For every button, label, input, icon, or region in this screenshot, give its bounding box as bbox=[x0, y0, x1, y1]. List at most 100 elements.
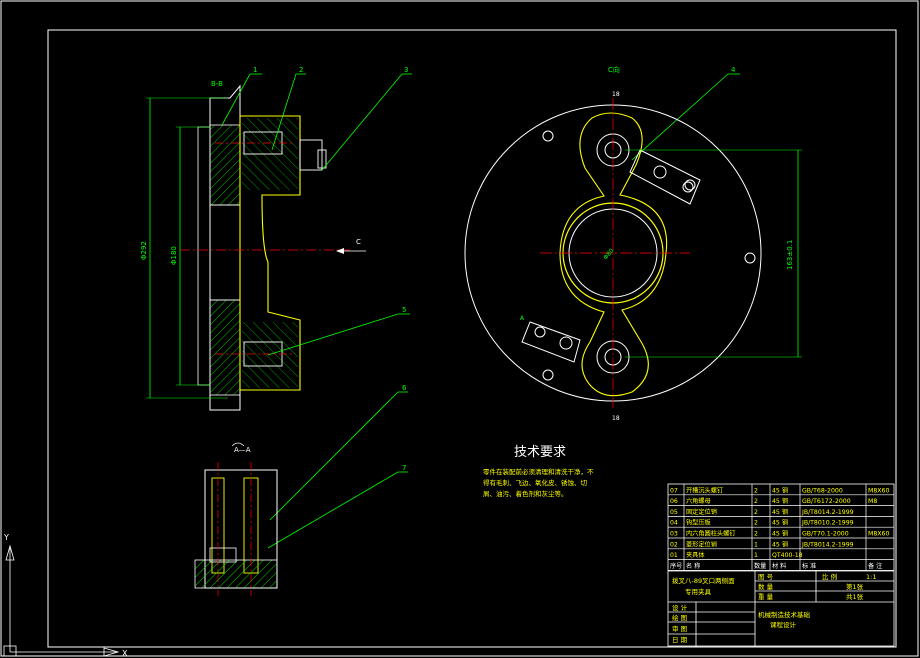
tech-line-2: 得有毛刺、飞边、氧化皮、锈蚀、切 bbox=[483, 478, 588, 487]
bom-cell-std: GB/T70.1-2000 bbox=[802, 531, 849, 538]
view-c-label: C向 bbox=[608, 65, 620, 74]
leader-lines bbox=[221, 73, 740, 549]
workpiece-hatch-bottom bbox=[242, 322, 298, 388]
title-block bbox=[667, 483, 895, 647]
bom-cell-std: 标 准 bbox=[802, 562, 816, 570]
svg-text:日 期: 日 期 bbox=[672, 636, 688, 644]
bom-cell-qty: 数量 bbox=[754, 562, 766, 570]
detail-nut bbox=[209, 547, 237, 563]
view-a-label: A bbox=[520, 315, 525, 322]
bom-cell-note: 备 注 bbox=[868, 562, 882, 570]
svg-text:6: 6 bbox=[402, 384, 407, 392]
detail-label: A—A bbox=[234, 446, 251, 454]
bom-cell-mat: 材 料 bbox=[772, 562, 786, 570]
section-label: B-B bbox=[211, 80, 223, 88]
view-c: C向 163±0.1 Φ80 18 18 A bbox=[464, 65, 802, 422]
tech-line-1: 零件在装配前必须清理和清洗干净，不 bbox=[483, 467, 594, 476]
bom-cell-no: 06 bbox=[670, 498, 678, 505]
mount-hole-2 bbox=[684, 179, 696, 191]
clamp-upper-bolt bbox=[653, 165, 667, 179]
title-block-text: 拨叉八-89叉口两侧面 专用夹具 图 号 比 例 1:1 数 量 第1张 重 量… bbox=[672, 572, 876, 644]
clamp-upper bbox=[629, 149, 701, 205]
bom-cell-mat: QT400-18 bbox=[772, 552, 803, 559]
svg-text:7: 7 bbox=[402, 464, 406, 472]
bolt-head bbox=[317, 149, 327, 169]
svg-text:第1张: 第1张 bbox=[846, 582, 864, 591]
clamp-upper-bolt-2 bbox=[682, 181, 694, 193]
mark-bottom: 18 bbox=[612, 415, 620, 422]
svg-text:图 号: 图 号 bbox=[758, 573, 774, 581]
clamp-lower bbox=[521, 321, 581, 363]
arrow-c-label: C bbox=[356, 238, 361, 246]
tech-requirements: 技术要求 零件在装配前必须清理和清洗干净，不 得有毛刺、飞边、氧化皮、锈蚀、切 … bbox=[483, 445, 594, 498]
bom-cell-mat: 45 钢 bbox=[772, 530, 788, 538]
bom-cell-no: 05 bbox=[670, 509, 678, 516]
clamp-lower-bolt-2 bbox=[534, 326, 546, 338]
svg-text:1: 1 bbox=[253, 66, 257, 74]
bom-cell-mat: 45 钢 bbox=[772, 497, 788, 505]
dim-right-text: 163±0.1 bbox=[786, 240, 794, 270]
bom-cell-std: JB/T8014.2-1999 bbox=[801, 509, 854, 516]
clamp-top bbox=[299, 139, 323, 171]
ucs-icon bbox=[3, 544, 120, 657]
bom-cell-name: 内六角圆柱头螺钉 bbox=[686, 530, 736, 538]
svg-text:1:1: 1:1 bbox=[866, 573, 876, 581]
bom-cell-std: GB/T6172-2000 bbox=[802, 498, 851, 505]
bom-cell-name: 固定定位销 bbox=[686, 508, 717, 516]
base-plate-hatch-bottom bbox=[209, 299, 241, 396]
bom-cell-name: 钩型压板 bbox=[686, 519, 711, 527]
mark-top: 18 bbox=[612, 91, 620, 98]
bom-cell-name: 开槽沉头螺钉 bbox=[686, 486, 723, 494]
svg-text:拨叉八-89叉口两侧面: 拨叉八-89叉口两侧面 bbox=[672, 576, 735, 585]
ucs-y-label: Y bbox=[3, 533, 9, 542]
bom-cell-qty: 1 bbox=[754, 552, 758, 559]
svg-text:重 量: 重 量 bbox=[758, 593, 774, 601]
bom-cell-mat: 45 钢 bbox=[772, 519, 788, 527]
bom-cell-note: M8 bbox=[868, 498, 877, 505]
bom-cell-note: M8X60 bbox=[868, 531, 889, 538]
bom-cell-no: 04 bbox=[670, 520, 678, 527]
bom-cell-qty: 2 bbox=[754, 498, 758, 505]
detail-view-aa: A—A bbox=[194, 442, 278, 596]
bom-cell-mat: 45 钢 bbox=[772, 508, 788, 516]
tech-title: 技术要求 bbox=[514, 445, 566, 460]
svg-text:审 图: 审 图 bbox=[672, 624, 687, 633]
detail-arc bbox=[231, 442, 245, 447]
bom-cell-qty: 2 bbox=[754, 509, 758, 516]
svg-text:2: 2 bbox=[299, 66, 303, 74]
dim-text-left-inner: Φ180 bbox=[170, 246, 178, 265]
section-view-bb: Φ292 Φ180 B-B C bbox=[140, 80, 366, 411]
bom-cell-name: 菱形定位销 bbox=[686, 540, 717, 548]
base-plate-band bbox=[197, 126, 211, 386]
bom-cell-qty: 2 bbox=[754, 520, 758, 527]
svg-text:4: 4 bbox=[731, 66, 736, 74]
ucs-x-label: X bbox=[122, 649, 128, 658]
base-plate-hatch-top bbox=[209, 124, 241, 206]
bom-cell-no: 07 bbox=[670, 487, 678, 494]
tech-line-3: 屑、油污、着色剂和灰尘等。 bbox=[483, 489, 568, 498]
inner-border bbox=[47, 29, 897, 648]
bom-cell-no: 01 bbox=[670, 552, 678, 559]
svg-text:数 量: 数 量 bbox=[758, 582, 774, 591]
svg-text:专用夹具: 专用夹具 bbox=[685, 587, 712, 596]
bom-cell-mat: 45 钢 bbox=[772, 486, 788, 494]
svg-text:共1张: 共1张 bbox=[846, 592, 864, 601]
svg-text:机械制造技术基础: 机械制造技术基础 bbox=[758, 610, 811, 619]
mount-hole-4 bbox=[542, 369, 554, 381]
bom-cell-name: 名 称 bbox=[686, 562, 700, 570]
fork-outline bbox=[559, 112, 668, 397]
bom-cell-std: GB/T68-2000 bbox=[802, 487, 843, 494]
bom-cell-qty: 1 bbox=[754, 541, 758, 548]
detail-hatch bbox=[194, 559, 278, 589]
base-plate-mid bbox=[209, 204, 241, 301]
bom-cell-mat: 45 钢 bbox=[772, 540, 788, 548]
bom-cell-no: 序号 bbox=[670, 562, 682, 570]
svg-text:设 计: 设 计 bbox=[672, 603, 688, 612]
bom-cell-name: 夹具体 bbox=[686, 551, 705, 559]
bom-cell-name: 六角螺母 bbox=[686, 497, 711, 505]
svg-text:绘 图: 绘 图 bbox=[672, 613, 687, 622]
bom-cell-std: JB/T8010.2-1999 bbox=[801, 520, 854, 527]
svg-text:课程设计: 课程设计 bbox=[770, 620, 797, 629]
dim-text-left-outer: Φ292 bbox=[140, 241, 148, 260]
